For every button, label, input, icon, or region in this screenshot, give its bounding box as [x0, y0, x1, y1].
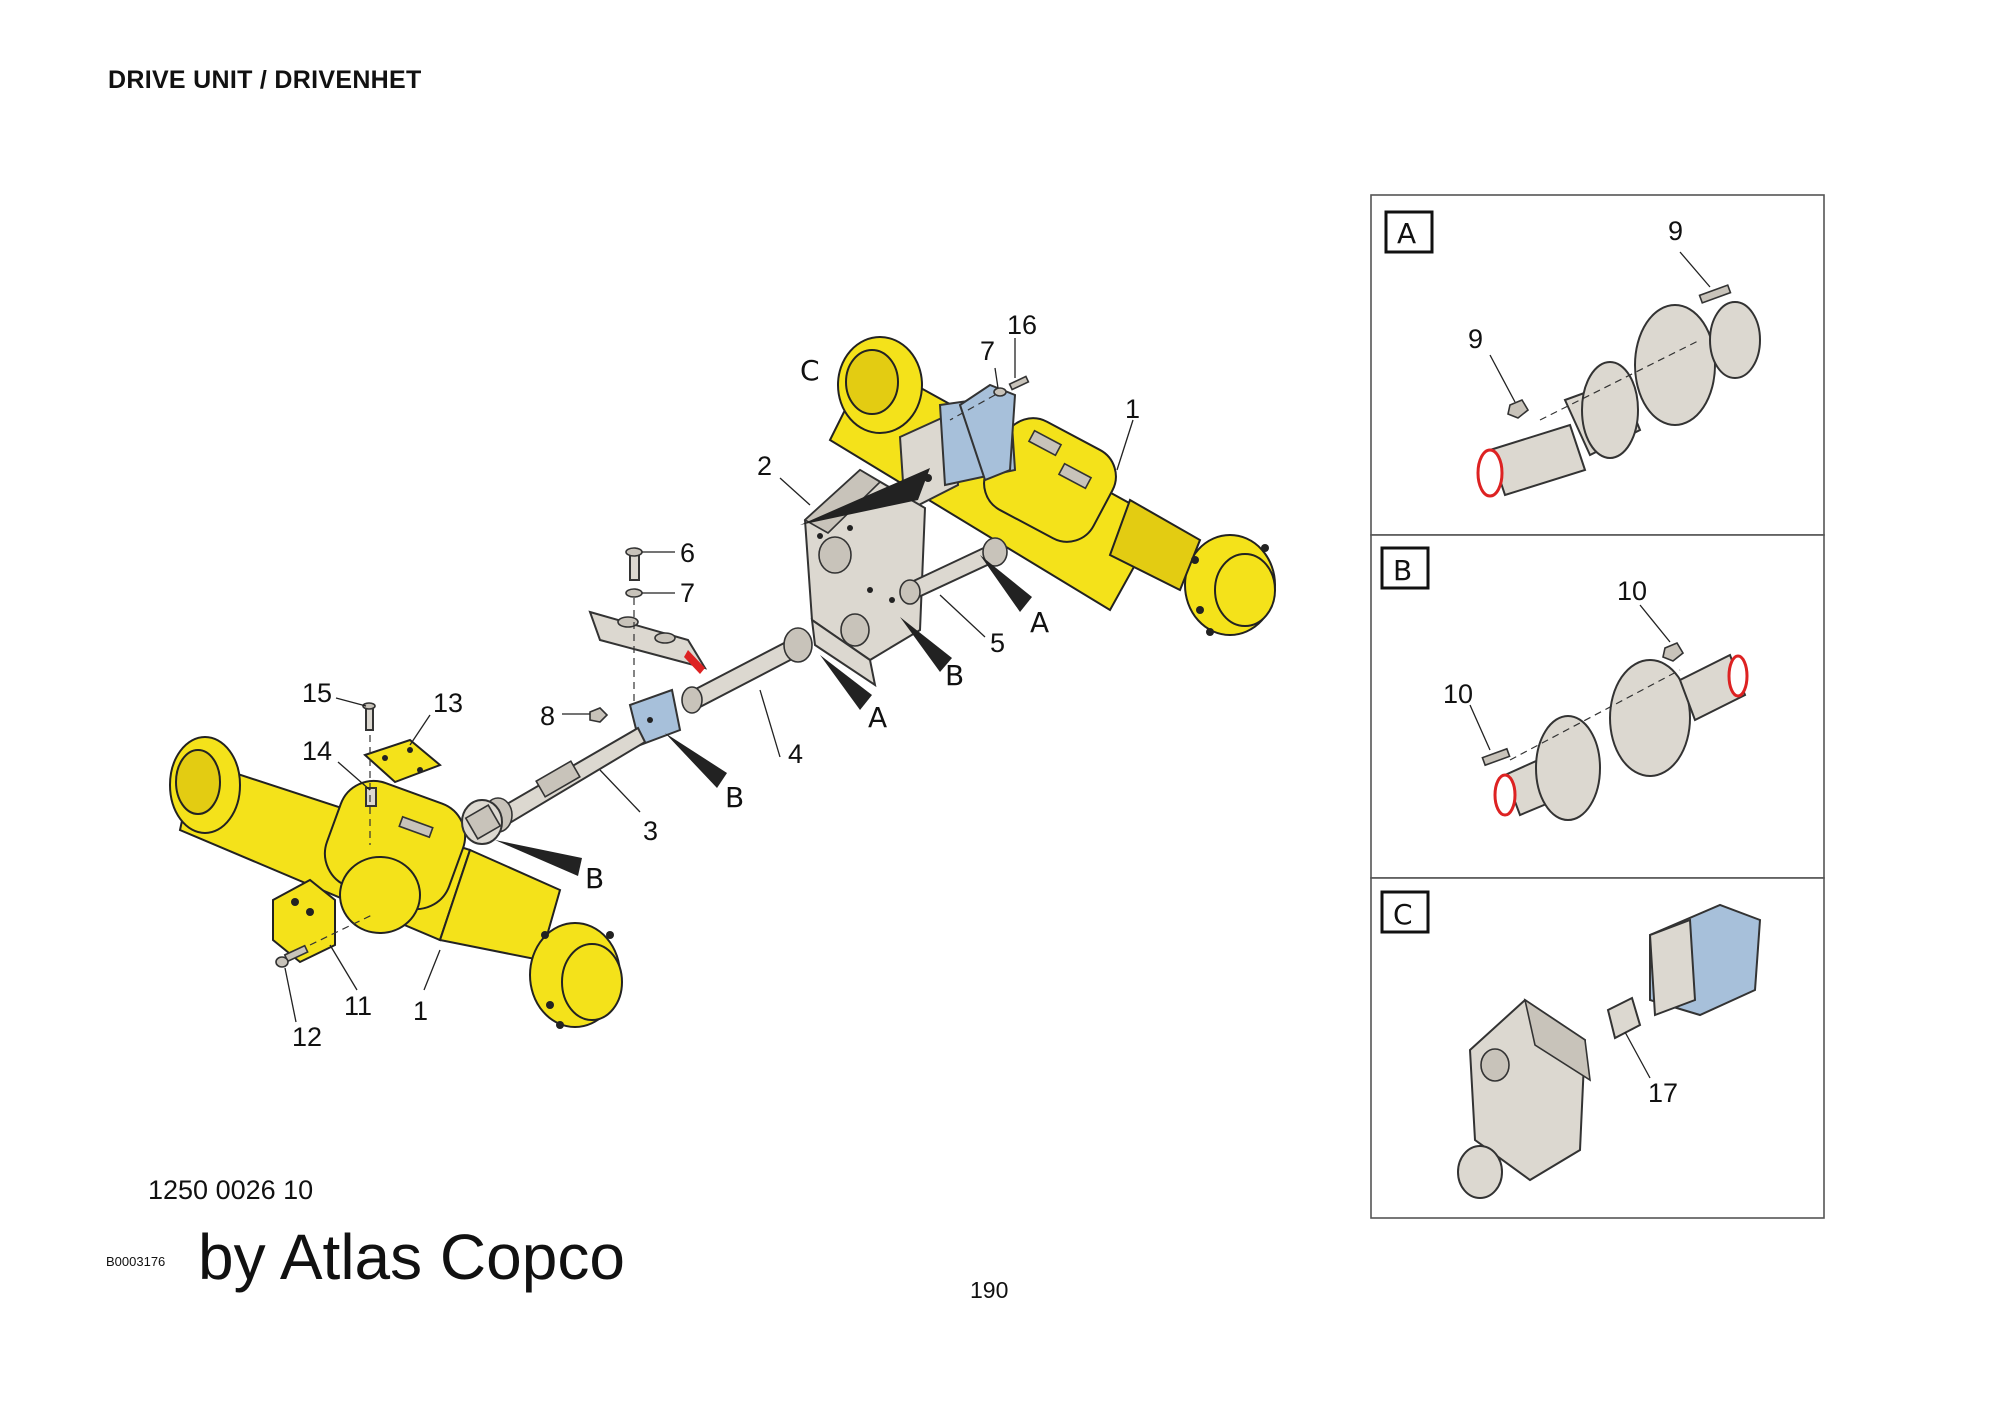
bolt-6 — [625, 547, 643, 598]
nut-8 — [589, 707, 609, 723]
callout-3: 3 — [643, 816, 658, 846]
panel-a-callout-9-nut: 9 — [1468, 324, 1483, 354]
view-letters: C A A B B B — [585, 354, 1049, 895]
callout-numbers: 1 1 2 3 4 5 6 7 7 8 11 12 13 14 15 16 — [292, 310, 1140, 1052]
panel-a-label: A — [1397, 217, 1416, 250]
view-letter-b-bearing: B — [725, 781, 744, 814]
view-letter-a-front: A — [868, 701, 887, 734]
callout-1-rear-axle: 1 — [1125, 394, 1140, 424]
bolt-15 — [362, 702, 376, 731]
detail-panel-c: C 17 — [1370, 877, 1825, 1219]
view-letter-b-front: B — [585, 862, 604, 895]
view-arrows — [495, 468, 1032, 876]
view-letter-c: C — [800, 354, 820, 387]
callout-1-front-axle: 1 — [413, 996, 428, 1026]
page-number: 190 — [970, 1277, 1009, 1303]
view-letter-a-rear: A — [1030, 606, 1049, 639]
callout-15: 15 — [302, 678, 332, 708]
callout-14: 14 — [302, 736, 332, 766]
rear-axle — [828, 336, 1276, 636]
leader-lines — [284, 338, 1134, 1023]
propeller-shaft-3 — [483, 726, 647, 833]
propeller-shaft-4 — [681, 627, 813, 714]
callout-8: 8 — [540, 701, 555, 731]
callout-5: 5 — [990, 628, 1005, 658]
detail-panel-a: A 9 9 — [1370, 194, 1825, 536]
document-number: 1250 0026 10 — [148, 1175, 314, 1205]
callout-11: 11 — [344, 991, 372, 1021]
panel-a-callout-9-bolt: 9 — [1668, 216, 1683, 246]
universal-joint-front — [461, 799, 503, 845]
spacer-14 — [365, 787, 377, 807]
panel-b-callout-10-bolt: 10 — [1443, 679, 1473, 709]
drawing-code: B0003176 — [106, 1254, 166, 1269]
detail-panels: A 9 9 B — [1370, 194, 1825, 1219]
panel-c-label: C — [1393, 898, 1413, 931]
callout-4: 4 — [788, 739, 803, 769]
panel-b-label: B — [1393, 554, 1412, 587]
view-letter-b-gearbox: B — [945, 659, 964, 692]
panel-b-callout-10-nut: 10 — [1617, 576, 1647, 606]
callout-7-bracket: 7 — [680, 578, 695, 608]
bracket-11 — [272, 878, 336, 964]
propeller-shaft-short — [899, 537, 1008, 605]
hydraulic-motor — [898, 383, 1017, 514]
page-title: DRIVE UNIT / DRIVENHET — [108, 66, 422, 94]
bolt-12 — [275, 944, 309, 968]
callout-13: 13 — [433, 688, 463, 718]
panel-c-callout-17: 17 — [1648, 1078, 1678, 1108]
detail-panel-b: B 10 10 — [1370, 534, 1825, 879]
front-axle — [169, 736, 623, 1029]
callout-12: 12 — [292, 1022, 322, 1052]
callout-16: 16 — [1007, 310, 1037, 340]
bolt-16 — [993, 375, 1030, 397]
callout-7-motor: 7 — [980, 336, 995, 366]
plate-13 — [363, 738, 442, 784]
callout-6: 6 — [680, 538, 695, 568]
brand-text: by Atlas Copco — [198, 1221, 625, 1293]
callout-2: 2 — [757, 451, 772, 481]
mounting-bracket — [588, 610, 708, 674]
